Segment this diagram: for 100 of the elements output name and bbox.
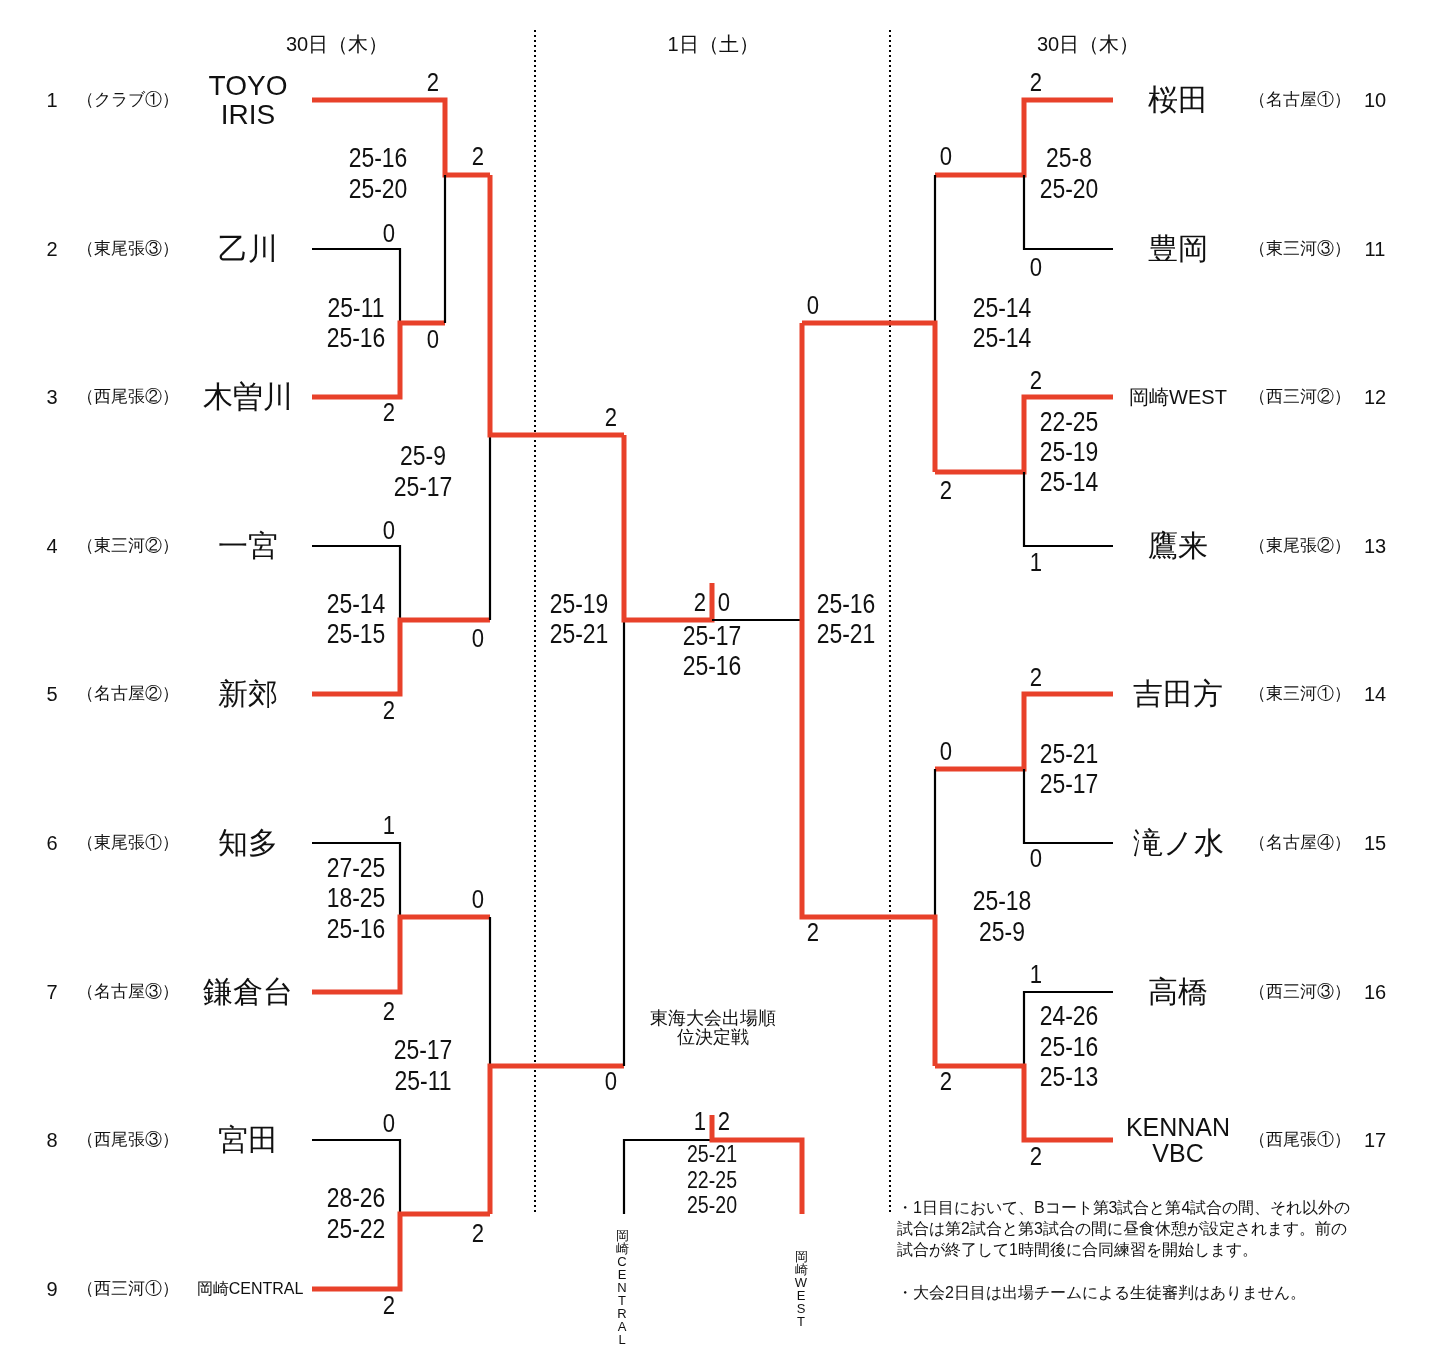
seed-number: 10 <box>1363 89 1387 111</box>
team-name: 高橋 <box>1148 976 1208 1008</box>
games-won: 0 <box>382 517 396 545</box>
set-score: 25-18 <box>972 886 1032 916</box>
region-label: （東三河②） <box>77 537 179 555</box>
set-score: 25-17 <box>393 472 453 502</box>
set-score: 25-11 <box>394 1066 452 1096</box>
games-won: 2 <box>939 477 953 505</box>
games-won: 2 <box>382 998 396 1026</box>
note-text: ・大会2日目は出場チームによる生徒審判はありません。 <box>897 1283 1307 1303</box>
set-score: 24-26 <box>1039 1001 1099 1031</box>
seed-number: 11 <box>1364 238 1386 260</box>
team-name: 知多 <box>218 827 278 859</box>
games-won: 1 <box>382 812 396 840</box>
team-name: 滝ノ水 <box>1132 827 1224 859</box>
games-won: 2 <box>717 1108 731 1136</box>
games-won: 2 <box>382 1292 396 1320</box>
games-won: 0 <box>939 143 953 171</box>
set-score: 25-21 <box>687 1141 737 1167</box>
set-score: 25-8 <box>1046 143 1092 173</box>
set-score: 25-16 <box>816 589 876 619</box>
seed-number: 13 <box>1363 535 1387 557</box>
team-name: 岡崎CENTRAL <box>196 1280 304 1298</box>
seed-number: 6 <box>46 832 58 854</box>
seed-number: 4 <box>46 535 58 557</box>
team-name: 宮田 <box>218 1124 278 1156</box>
games-won: 2 <box>471 1220 485 1248</box>
games-won: 0 <box>471 886 485 914</box>
set-score: 25-19 <box>549 589 609 619</box>
games-won: 0 <box>1029 254 1043 282</box>
games-won: 0 <box>1029 845 1043 873</box>
set-score: 25-16 <box>326 323 386 353</box>
region-label: （名古屋②） <box>77 685 179 703</box>
games-won: 2 <box>1029 69 1043 97</box>
region-label: （東三河①） <box>1249 685 1351 703</box>
games-won: 2 <box>1029 367 1043 395</box>
set-score: 25-16 <box>682 651 742 681</box>
team-name: KENNAN VBC <box>1124 1113 1232 1167</box>
games-won: 2 <box>471 143 485 171</box>
team-name: 岡崎WEST <box>1129 386 1227 408</box>
games-won: 0 <box>717 589 731 617</box>
set-score: 18-25 <box>326 883 386 913</box>
seed-number: 1 <box>46 89 58 111</box>
games-won: 1 <box>1029 549 1043 577</box>
team-name: 桜田 <box>1148 84 1208 116</box>
team-name: 新郊 <box>218 678 278 710</box>
set-score: 25-19 <box>1039 437 1099 467</box>
games-won: 2 <box>806 919 820 947</box>
set-score: 25-11 <box>327 293 385 323</box>
games-won: 2 <box>382 399 396 427</box>
set-score: 25-15 <box>326 619 386 649</box>
region-label: （名古屋①） <box>1249 91 1351 109</box>
set-score: 25-20 <box>687 1192 737 1218</box>
set-score: 25-17 <box>393 1035 453 1065</box>
games-won: 2 <box>604 404 618 432</box>
set-score: 25-20 <box>348 174 408 204</box>
games-won: 2 <box>426 69 440 97</box>
games-won: 0 <box>939 738 953 766</box>
games-won: 0 <box>604 1068 618 1096</box>
seed-number: 5 <box>46 683 58 705</box>
set-score: 28-26 <box>326 1183 386 1213</box>
note-text: ・1日目において、Bコート第3試合と第4試合の間、それ以外の試合は第2試合と第3試合の間に昼食休憩が設定されます。前の試合が終了して1時間後に合同練習を開始します。 <box>897 1198 1352 1260</box>
games-won: 2 <box>1029 1143 1043 1171</box>
set-score: 22-25 <box>1039 407 1099 437</box>
games-won: 2 <box>1029 664 1043 692</box>
games-won: 0 <box>471 625 485 653</box>
region-label: （西尾張②） <box>77 388 179 406</box>
games-won: 2 <box>382 697 396 725</box>
team-name: 吉田方 <box>1133 678 1223 710</box>
games-won: 0 <box>426 326 440 354</box>
seed-number: 7 <box>46 981 58 1003</box>
team-name: 鷹来 <box>1148 530 1208 562</box>
seed-number: 15 <box>1363 832 1387 854</box>
match-title: 東海大会出場順位決定戦 <box>649 1009 777 1047</box>
seed-number: 8 <box>46 1129 58 1151</box>
set-score: 25-14 <box>326 589 386 619</box>
set-score: 25-17 <box>1039 769 1099 799</box>
games-won: 1 <box>1029 961 1043 989</box>
set-score: 25-21 <box>816 619 876 649</box>
region-label: （東尾張③） <box>77 240 179 258</box>
set-score: 25-16 <box>1039 1032 1099 1062</box>
vertical-team-name: 岡崎WEST <box>794 1250 808 1328</box>
team-name: 豊岡 <box>1148 233 1208 265</box>
set-score: 25-16 <box>326 914 386 944</box>
set-score: 22-25 <box>687 1167 737 1193</box>
seed-number: 16 <box>1363 981 1387 1003</box>
day-header: 1日（土） <box>667 33 759 55</box>
region-label: （西尾張③） <box>77 1131 179 1149</box>
games-won: 1 <box>693 1108 707 1136</box>
seed-number: 14 <box>1363 683 1387 705</box>
vertical-team-name: 岡崎CENTRAL <box>615 1228 629 1346</box>
games-won: 0 <box>382 220 396 248</box>
set-score: 25-9 <box>400 441 446 471</box>
region-label: （東尾張②） <box>1249 537 1351 555</box>
region-label: （東三河③） <box>1249 240 1351 258</box>
seed-number: 12 <box>1363 386 1387 408</box>
games-won: 2 <box>939 1068 953 1096</box>
set-score: 25-21 <box>1039 739 1099 769</box>
seed-number: 17 <box>1363 1129 1387 1151</box>
set-score: 25-22 <box>326 1214 386 1244</box>
